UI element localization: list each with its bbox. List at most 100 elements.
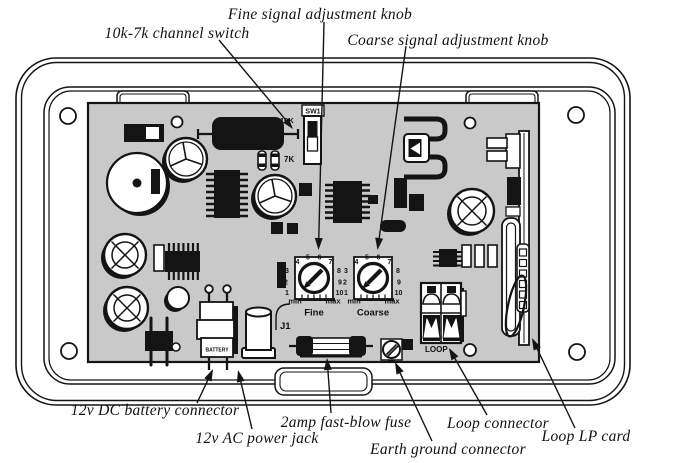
callout-fuse-label: 2amp fast-blow fuse (281, 414, 412, 431)
power-jack-body (245, 311, 272, 351)
electrolytic-cap-2 (103, 285, 150, 332)
fine-dial-name: Fine (304, 308, 324, 319)
header-pin-3 (487, 244, 498, 268)
axial-capacitor (196, 117, 300, 150)
leader-loop-connector-arrow (449, 348, 459, 361)
battery-connector-label: BATTERY (205, 348, 229, 354)
board-hole-left (170, 115, 184, 129)
coarse-dial-num-10: 10 (395, 290, 403, 297)
coarse-dial-num-5: 5 (365, 255, 369, 262)
coarse-dial-pointer (366, 268, 383, 285)
cap-3-rim (457, 196, 487, 226)
optocoupler (124, 124, 164, 142)
dip-ic-3-body (165, 251, 200, 272)
lp-card-wire-loop (504, 274, 528, 338)
lp-card-spacer (505, 206, 521, 217)
leader-channel-switch (218, 39, 288, 122)
coarse-dial-num-6: 6 (377, 255, 381, 262)
smd-part-5 (299, 183, 312, 196)
bridge-rectifier (145, 316, 181, 367)
transistor-2 (251, 173, 298, 220)
leader-channel-switch-arrow (283, 118, 293, 129)
earth-screw-mark (388, 360, 395, 363)
leader-earth-arrow (395, 362, 404, 375)
coarse-dial-name: Coarse (357, 308, 389, 319)
smd-part-2 (409, 194, 424, 211)
coarse-dial-num-2: 2 (343, 280, 347, 287)
fuse-cap-right (349, 336, 366, 356)
smd-part-4 (287, 223, 298, 234)
leader-fuse (327, 369, 332, 414)
earth-ground-screw (380, 338, 403, 363)
mini-capacitor-2-band-bottom (271, 163, 279, 167)
coarse-dial-num-4: 4 (355, 259, 359, 266)
power-jack-silkscreen (275, 303, 291, 330)
smd-part-3 (271, 222, 283, 234)
optocoupler-window (146, 127, 159, 139)
fuse-glass-lines (310, 342, 352, 351)
fuse (289, 336, 373, 358)
smd-ic (433, 249, 463, 267)
leader-lp-card-arrow (532, 338, 541, 351)
fine-dial-num-4: 4 (296, 259, 300, 266)
leader-battery (196, 379, 209, 404)
leader-fine-knob (318, 21, 325, 239)
leader-battery-arrow (204, 369, 213, 382)
power-jack: J1 (241, 303, 291, 359)
channel-switch-7k-label: 7K (284, 155, 294, 164)
lp-card-connector-inner (505, 222, 517, 332)
electrolytic-cap-1 (101, 232, 148, 279)
dip-ic-2 (325, 181, 370, 223)
transistor-1-marks (170, 142, 203, 167)
sensor-wedge (410, 142, 420, 155)
cap-2-rim (113, 294, 141, 322)
fine-dial-pointer-tip (303, 281, 311, 289)
trimmer-body (166, 286, 190, 310)
coarse-dial-num-7: 7 (388, 259, 392, 266)
cap-3-vent (456, 195, 488, 227)
fine-dial-num-7: 7 (329, 259, 333, 266)
loop-screw-bell-2 (442, 293, 461, 305)
transistor-2-rim (257, 178, 293, 214)
leader-lp-card (536, 348, 576, 429)
dip-ic-1 (206, 170, 248, 218)
fine-dial-num-5: 5 (306, 255, 310, 262)
lp-card-plug-block (505, 133, 521, 169)
piezo-center-hole (132, 178, 142, 188)
smd-part-6 (277, 262, 286, 288)
header-pin-2 (474, 244, 485, 268)
fine-dial-num-6: 6 (318, 255, 322, 262)
smd-part-7 (368, 195, 378, 204)
bridge-rectifier-pins (149, 316, 169, 367)
fine-dial-num-1: 1 (285, 290, 289, 297)
board-hole-right (463, 116, 477, 130)
battery-connector-wires (207, 293, 229, 370)
dip-ic-3-legs (167, 243, 199, 280)
fine-dial: 1 2 3 4 5 6 7 8 9 10 min max Fine (284, 255, 343, 319)
dip-ic-2-body (333, 181, 362, 223)
leader-fine-knob-arrow (314, 237, 323, 250)
callout-battery-label: 12v DC battery connector (71, 402, 240, 419)
fine-dial-pointer (307, 268, 324, 285)
coarse-dial-num-9: 9 (397, 280, 401, 287)
power-jack-top (245, 306, 272, 318)
leader-ac-jack-arrow (236, 370, 245, 383)
transistor-1 (162, 136, 209, 183)
resistor-block (153, 244, 165, 272)
smd-ic-body (439, 249, 457, 267)
earth-screw-slot (385, 343, 399, 357)
dip-ic-3 (165, 243, 200, 280)
smd-part-8 (402, 339, 413, 350)
dip-ic-1-body (214, 170, 240, 218)
battery-connector-seg-3 (200, 337, 234, 358)
screw-hole-bottom-right (568, 343, 586, 361)
callout-fine-knob-label: Fine signal adjustment knob (227, 6, 412, 23)
mini-capacitor-2 (270, 150, 280, 171)
smd-ic-legs (433, 251, 463, 267)
loop-screw-stem-1 (427, 286, 436, 293)
loop-block-dividers (421, 283, 461, 343)
piezo-slot (151, 169, 160, 194)
piezo-buzzer (105, 151, 170, 216)
fuse-glass (309, 337, 353, 356)
